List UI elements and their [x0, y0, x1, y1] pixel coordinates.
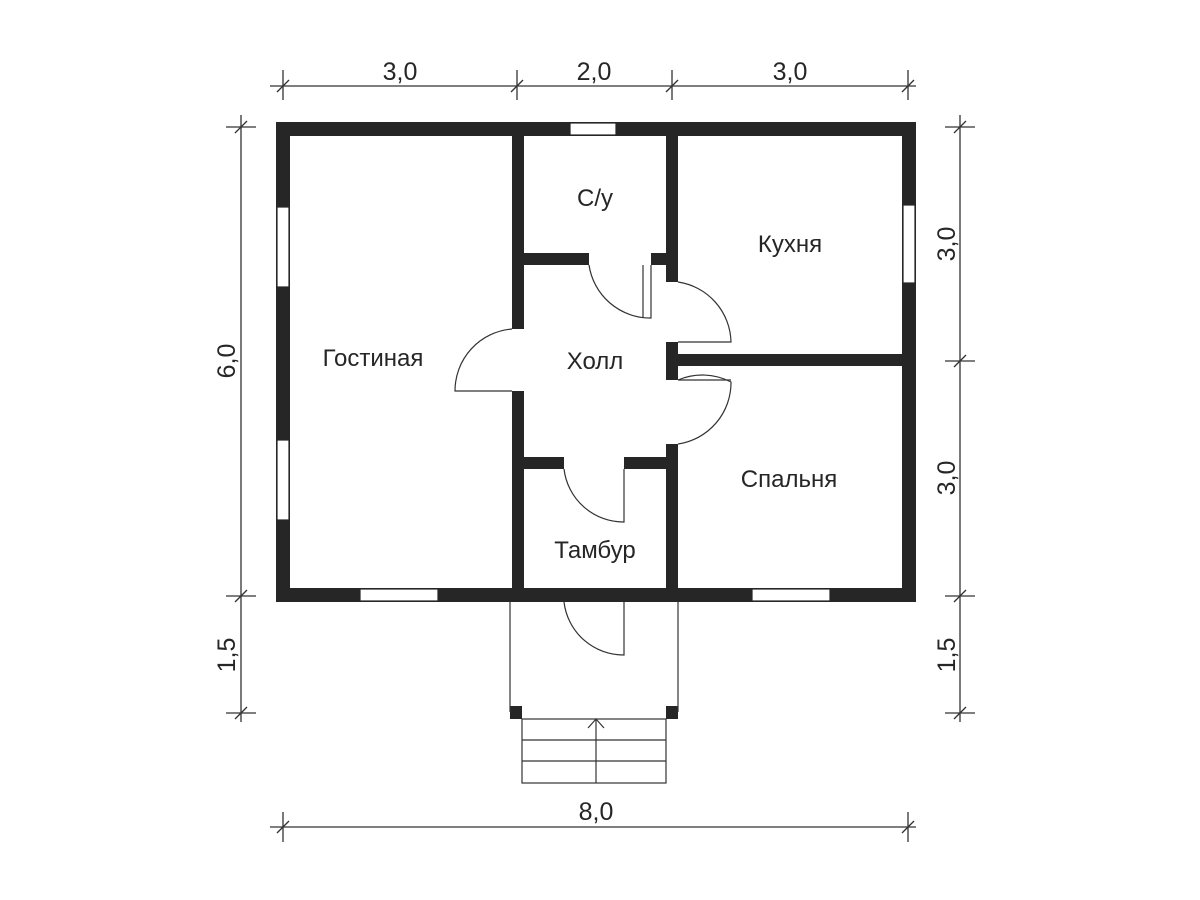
window-bedroom-south	[751, 588, 831, 602]
dimension-lines	[226, 70, 975, 842]
window-living-upper	[276, 206, 290, 288]
dim-right-bedroom: 3,0	[933, 461, 961, 496]
door-bedroom	[677, 374, 732, 445]
windows	[276, 122, 916, 602]
dim-right-porch: 1,5	[933, 638, 961, 673]
room-hall: Холл	[567, 348, 624, 375]
porch	[509, 602, 679, 784]
door-living	[454, 328, 513, 392]
dim-top-middle: 2,0	[577, 58, 612, 86]
room-bathroom: С/у	[577, 185, 613, 212]
window-kitchen	[902, 204, 916, 284]
porch-post-right	[666, 706, 678, 719]
wall-living-hall-lower	[512, 391, 524, 588]
porch-steps	[521, 718, 667, 784]
wall-east	[902, 122, 916, 602]
dim-left-house: 6,0	[213, 344, 241, 379]
room-vestibule: Тамбур	[554, 537, 635, 564]
door-kitchen	[677, 281, 732, 343]
steps-arrow-head	[587, 718, 605, 729]
interior-walls	[510, 136, 902, 719]
wall-kitchen-bedroom	[678, 354, 902, 366]
window-bathroom	[569, 122, 617, 136]
wall-vestibule-left	[524, 457, 564, 469]
wall-bathroom-right	[651, 253, 666, 265]
wall-living-hall-upper	[512, 136, 524, 329]
dim-left-porch: 1,5	[213, 638, 241, 673]
door-vestibule	[563, 468, 625, 523]
door-bathroom	[588, 264, 652, 319]
room-living: Гостиная	[323, 345, 424, 372]
door-entrance	[563, 601, 625, 656]
wall-bathroom-left	[524, 253, 589, 265]
dim-bottom-total: 8,0	[579, 798, 614, 826]
wall-vestibule-right	[624, 457, 666, 469]
wall-junction	[666, 342, 678, 380]
wall-bedroom-hall	[666, 444, 678, 588]
wall-west	[276, 122, 290, 602]
dimension-labels: 3,0 2,0 3,0 8,0 6,0 1,5 3,0 3,0 1,5	[213, 58, 961, 826]
window-living-south	[359, 588, 439, 602]
room-kitchen: Кухня	[758, 231, 822, 258]
dim-top-right: 3,0	[773, 58, 808, 86]
room-bedroom: Спальня	[741, 466, 837, 493]
dim-top-left: 3,0	[383, 58, 418, 86]
dim-right-kitchen: 3,0	[933, 227, 961, 262]
wall-kitchen-hall	[666, 136, 678, 282]
porch-post-left	[510, 706, 522, 719]
doors	[454, 264, 732, 656]
room-labels: Гостиная С/у Кухня Холл Спальня Тамбур	[323, 185, 838, 564]
window-living-lower	[276, 439, 290, 521]
